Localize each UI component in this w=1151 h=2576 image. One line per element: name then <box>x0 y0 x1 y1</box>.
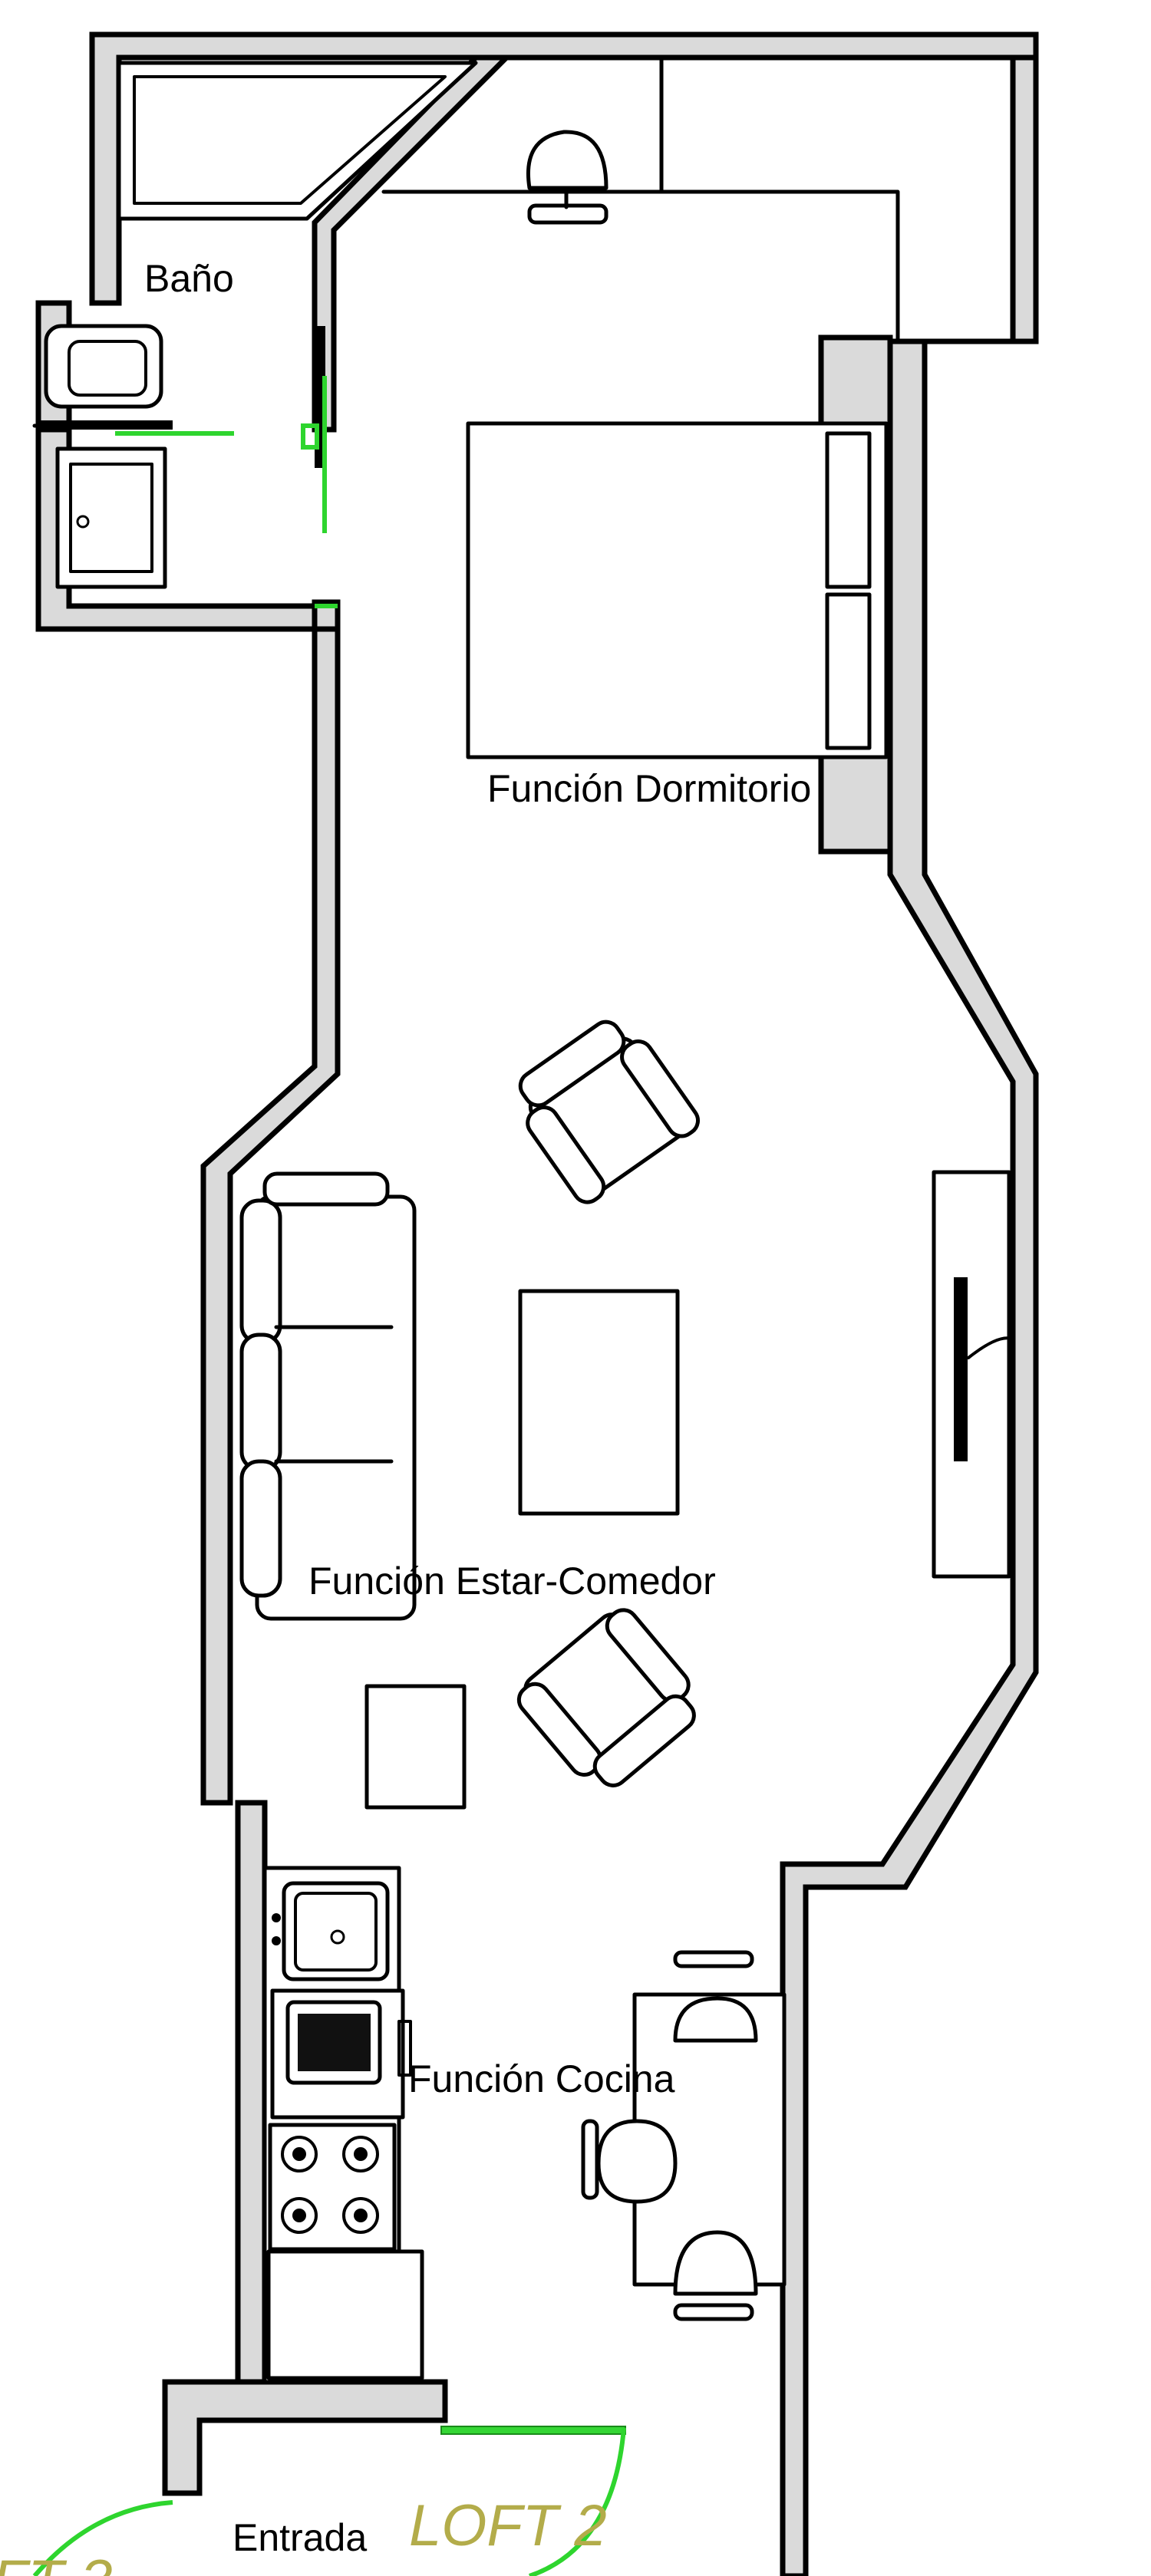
coffee-table <box>518 1289 680 1516</box>
bath-partition-wall <box>312 54 513 433</box>
dining-chair-top <box>673 1950 758 2043</box>
bath-door <box>38 326 338 608</box>
toilet <box>44 324 163 409</box>
desk-chair <box>526 130 608 225</box>
dining-chair-left <box>581 2119 678 2204</box>
bathtub <box>117 61 478 221</box>
entrance-door-swing <box>529 2427 626 2576</box>
armchair-top <box>518 1020 701 1204</box>
pillows <box>825 431 872 750</box>
entrance: Entrada LOFT 2 FT 3 <box>0 2426 626 2576</box>
bathroom: Baño <box>32 61 478 608</box>
desk-outline <box>381 189 900 344</box>
tv <box>954 1277 1013 1461</box>
oven <box>270 1988 412 2120</box>
bathtub-inner <box>133 75 447 205</box>
bedroom: Función Dormitorio <box>381 55 900 810</box>
bano-label: Baño <box>144 257 234 300</box>
cooktop <box>268 2123 397 2252</box>
entrance-door <box>440 2426 626 2435</box>
dormitorio-label: Función Dormitorio <box>487 767 811 810</box>
kitchen-sink <box>272 1881 390 1981</box>
kitchen: Función Cocina <box>262 1866 787 2384</box>
bed <box>466 421 889 759</box>
bathroom-sink <box>55 446 167 589</box>
sofa <box>239 1171 417 1621</box>
side-table <box>364 1684 467 1810</box>
loft-logo: LOFT 2 <box>409 2493 607 2558</box>
estar-label: Función Estar-Comedor <box>308 1560 716 1603</box>
tv-cabinet <box>932 1170 1011 1579</box>
entrance-wall <box>162 2379 448 2496</box>
top-wall <box>89 31 1039 306</box>
living-room: Función Estar-Comedor <box>239 1020 1013 1810</box>
loft-logo-partial: FT 3 <box>0 2548 112 2576</box>
entrada-label: Entrada <box>233 2516 367 2559</box>
dining-chair-bottom <box>673 2230 758 2321</box>
fridge <box>266 2249 424 2380</box>
bath-door-stub <box>312 599 341 632</box>
armchair-bottom <box>516 1608 696 1787</box>
kitchen-left-wall <box>235 1800 268 2389</box>
cocina-label: Función Cocina <box>408 2057 675 2100</box>
entrance-door-swing-left <box>32 2500 173 2576</box>
